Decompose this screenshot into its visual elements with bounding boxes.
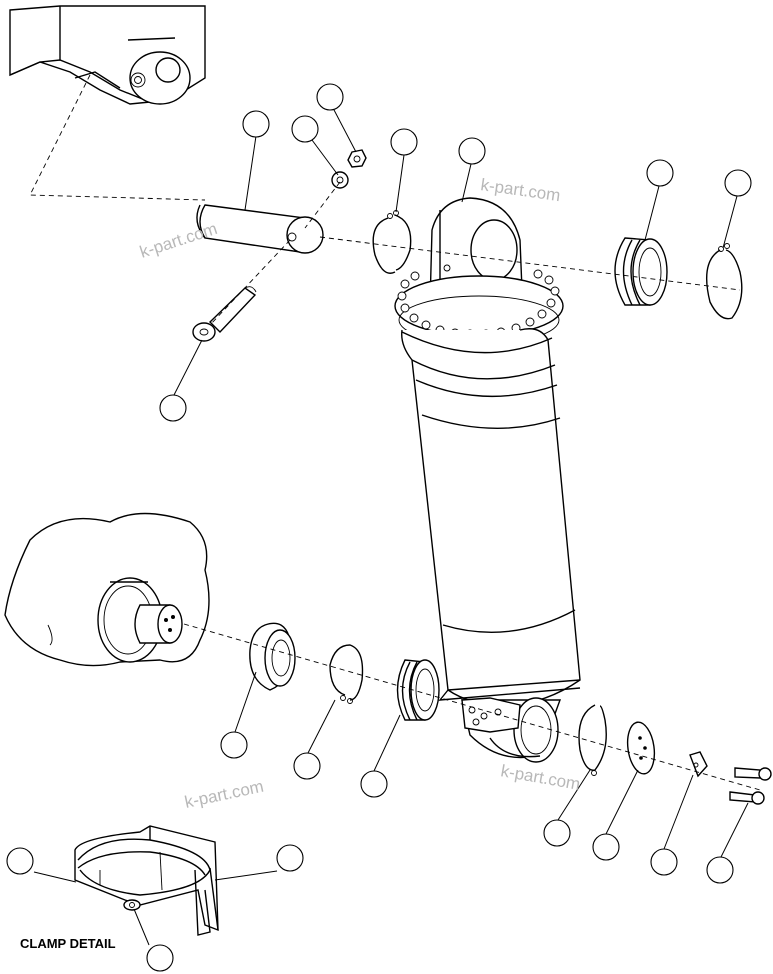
callout-snap-ring-lower[interactable] — [293, 752, 321, 780]
callout-clamp-screw[interactable] — [146, 944, 174, 972]
assembly-axis-lines — [29, 74, 761, 791]
lower-mount-frame — [4, 512, 210, 667]
callout-cap-screw[interactable] — [706, 856, 734, 884]
callout-snap-ring-upper[interactable] — [390, 128, 418, 156]
lock-tab — [689, 751, 708, 778]
callout-lock-tab[interactable] — [650, 848, 678, 876]
callout-pin[interactable] — [242, 110, 270, 138]
callout-washer[interactable] — [291, 115, 319, 143]
snap-ring-upper-right — [706, 243, 743, 320]
nut — [347, 149, 367, 168]
callout-bearing-upper[interactable] — [646, 159, 674, 187]
seal-cap — [249, 622, 296, 691]
snap-ring-lower — [329, 644, 364, 704]
washer — [331, 171, 349, 189]
watermark-text: k-part.com — [499, 761, 581, 794]
snap-ring-upper — [372, 210, 412, 274]
callout-leaders — [33, 107, 749, 946]
callout-bubbles — [6, 83, 752, 972]
callout-seal-cap[interactable] — [220, 731, 248, 759]
callout-bearing-lower[interactable] — [360, 770, 388, 798]
watermark-text: k-part.com — [137, 219, 219, 262]
callout-cylinder[interactable] — [458, 137, 486, 165]
callout-clamp-left[interactable] — [6, 847, 34, 875]
watermark-text: k-part.com — [479, 175, 561, 205]
upper-mount-bracket — [9, 5, 206, 105]
bearing-upper — [614, 237, 668, 306]
callout-snap-ring-lower-right[interactable] — [543, 819, 571, 847]
cap-screw — [729, 767, 772, 805]
callout-bolt-upper[interactable] — [159, 394, 187, 422]
bearing-lower — [396, 659, 440, 721]
callout-clamp-right[interactable] — [276, 844, 304, 872]
clamp-detail-caption: CLAMP DETAIL — [20, 936, 116, 951]
callout-end-plate[interactable] — [592, 833, 620, 861]
cylinder — [394, 197, 581, 763]
callout-snap-ring-upper-right[interactable] — [724, 169, 752, 197]
bolt-upper — [192, 286, 257, 342]
end-plate — [626, 721, 656, 775]
clamp-detail — [74, 825, 219, 936]
snap-ring-lower-right — [578, 704, 607, 776]
watermark-text: k-part.com — [183, 777, 265, 812]
callout-nut[interactable] — [316, 83, 344, 111]
